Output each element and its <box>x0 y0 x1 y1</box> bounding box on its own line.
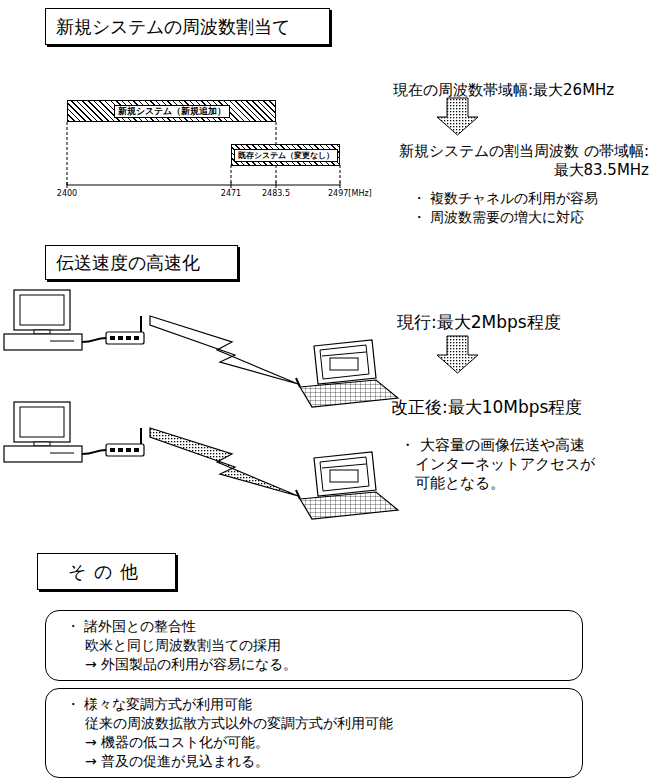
node-text: その他 <box>68 560 146 584</box>
note-text: 現行:最大2Mbps程度 <box>397 312 561 333</box>
node-text: 既存システム（変更なし） <box>234 149 338 162</box>
node-text: → 普及の促進が見込まれる。 <box>66 752 572 771</box>
bullet-text: ・ 大容量の画像伝送や高速 インターネットアクセスが 可能となる。 <box>400 436 650 493</box>
note-box: ・ 諸外国との整合性欧米と同じ周波数割当ての採用→ 外国製品の利用が容易になる。 <box>45 610 583 681</box>
note-text: 改正後:最大10Mbps程度 <box>391 397 582 418</box>
node-text: 伝送速度の高速化 <box>56 251 200 275</box>
node-text: 従来の周波数拡散方式以外の変調方式が利用可能 <box>66 714 572 733</box>
section-heading: 新規システムの周波数割当て <box>45 8 330 45</box>
node-text: 新規システム（新規追加） <box>114 105 230 118</box>
node-text: ・ 様々な変調方式が利用可能 <box>66 695 572 714</box>
axis-value: 2497[MHz] <box>328 189 372 199</box>
section-heading: その他 <box>37 553 176 590</box>
note-text: 新規システムの割当周波数 の帯域幅:最大83.5MHz <box>381 142 649 180</box>
bullet-text: ・ 複数チャネルの利用が容易 <box>412 189 598 207</box>
node-text: ・ 諸外国との整合性 <box>66 617 572 636</box>
frequency-band: 既存システム（変更なし） <box>231 144 340 166</box>
section-heading: 伝送速度の高速化 <box>45 245 238 280</box>
axis-value: 2483.5 <box>262 189 290 199</box>
note-text: 現在の周波数帯域幅:最大26MHz <box>393 81 614 100</box>
note-box: ・ 様々な変調方式が利用可能従来の周波数拡散方式以外の変調方式が利用可能→ 機器… <box>45 688 583 778</box>
node-text: → 外国製品の利用が容易になる。 <box>66 655 572 674</box>
axis-value: 2471 <box>221 189 241 199</box>
node-text: 欧米と同じ周波数割当ての採用 <box>66 636 572 655</box>
axis-value: 2400 <box>57 189 77 199</box>
node-text: → 機器の低コスト化が可能。 <box>66 733 572 752</box>
bullet-text: ・ 周波数需要の増大に対応 <box>412 208 584 226</box>
node-text: 新規システムの周波数割当て <box>56 15 290 39</box>
frequency-band: 新規システム（新規追加） <box>67 100 276 122</box>
